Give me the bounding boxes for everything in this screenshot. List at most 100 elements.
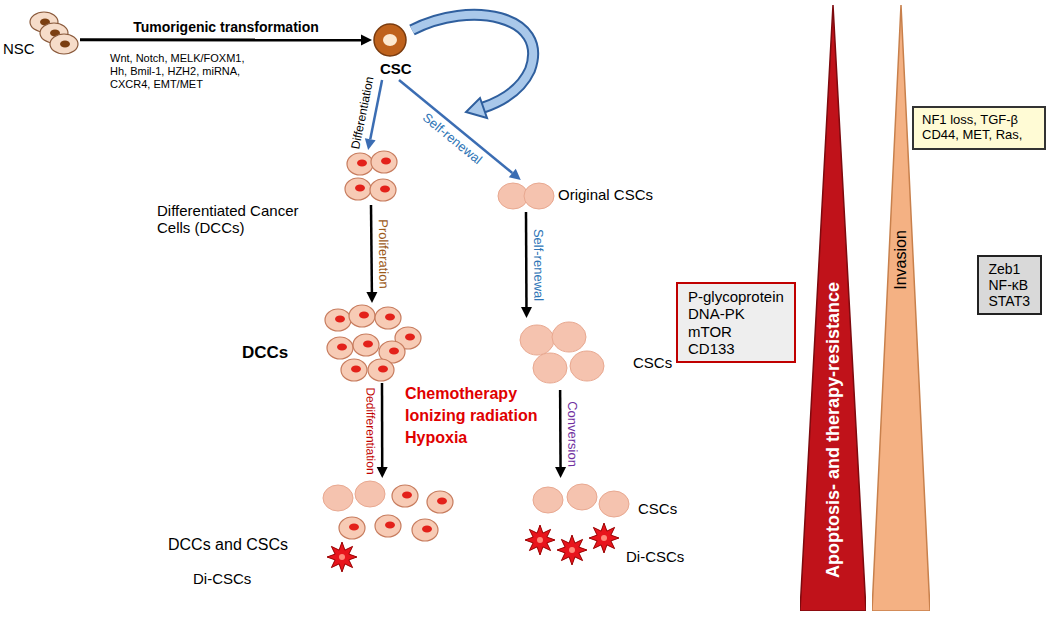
differentiated-cell	[392, 485, 418, 507]
cancer-stem-cell	[570, 351, 604, 381]
node-label: CSCs	[633, 354, 672, 371]
gradient-triangle: Apoptosis- and therapy-resistance	[800, 5, 866, 611]
annotation: Hypoxia	[405, 428, 467, 447]
node-label: DNA-PK	[688, 305, 784, 322]
node-label: CSCs	[638, 500, 677, 517]
node-label: Apoptosis- and therapy-resistance	[823, 282, 844, 578]
nucleus	[363, 341, 373, 348]
cancer-stem-cell	[533, 487, 563, 513]
star-core	[537, 537, 543, 543]
arrow	[80, 34, 372, 45]
annotation: Chemotherapy	[405, 384, 517, 403]
factor-box: NF1 loss, TGF-β CD44, MET, Ras,	[912, 106, 1046, 150]
node-label: CSC	[380, 60, 412, 77]
edge-label: Conversion	[565, 401, 580, 467]
nucleus	[355, 185, 365, 192]
nucleus	[385, 522, 395, 529]
nucleus	[385, 314, 395, 321]
edge-label: Differentiation	[350, 75, 377, 150]
feedback-arrow-outline	[412, 15, 533, 108]
di-csc-star	[589, 523, 619, 553]
arrowhead	[366, 292, 377, 303]
nucleus	[381, 158, 391, 165]
differentiated-cell	[375, 307, 401, 329]
cancer-stem-cell	[567, 484, 597, 510]
stem-cell	[50, 34, 78, 54]
node-label: Differentiated Cancer Cells (DCCs)	[157, 202, 307, 237]
node-label: Di-CSCs	[626, 548, 684, 565]
node-label: NF-κB	[989, 277, 1031, 293]
nucleus	[359, 312, 369, 319]
node-label: Invasion	[892, 230, 910, 290]
di-csc-star	[557, 535, 587, 565]
star-core	[601, 535, 607, 541]
nucleus	[337, 344, 347, 351]
stem-cell: CSC	[372, 22, 408, 58]
differentiated-cell	[427, 491, 453, 513]
nucleus	[437, 498, 447, 505]
cancer-stem-cell	[355, 481, 385, 507]
arrow-line	[559, 390, 562, 467]
differentiated-cell	[349, 305, 375, 327]
nucleus	[380, 186, 390, 193]
differentiated-cell	[375, 515, 401, 537]
triangle-fill	[872, 5, 930, 611]
arrow-line	[399, 80, 512, 173]
marker-box: P-glycoproteinDNA-PKmTORCD133	[676, 282, 796, 363]
gradient-triangle: Invasion	[872, 5, 930, 611]
cell-group: NSC	[28, 10, 80, 58]
arrowhead	[555, 467, 566, 478]
annotation: Ionizing radiation	[405, 406, 537, 425]
arrow	[521, 212, 532, 318]
cancer-stem-cell	[552, 322, 586, 352]
nucleus	[405, 334, 415, 341]
arrow-line	[381, 383, 384, 467]
factor-box: Zeb1NF-κBSTAT3	[977, 255, 1043, 315]
cancer-stem-cell	[323, 485, 353, 511]
triangle-fill	[800, 5, 866, 611]
cancer-stem-cell	[520, 325, 554, 355]
arrow	[399, 80, 521, 180]
nucleus	[351, 366, 361, 373]
cell-group: Differentiated Cancer Cells (DCCs)	[342, 150, 400, 205]
star-core	[339, 554, 345, 560]
differentiated-cell	[353, 334, 379, 356]
node-label: STAT3	[989, 293, 1031, 309]
node-label: Zeb1	[989, 261, 1031, 277]
node-label: CD133	[688, 340, 784, 357]
arrow	[366, 205, 377, 303]
node-label: NSC	[3, 40, 35, 57]
differentiated-cell	[347, 153, 373, 175]
node-label: P-glycoprotein	[688, 288, 784, 305]
annotation: Wnt, Notch, MELK/FOXM1, Hh, Bmil-1, HZH2…	[110, 52, 260, 92]
differentiated-cell	[325, 309, 351, 331]
cancer-stem-cell	[533, 353, 567, 383]
node-label: NF1 loss, TGF-β CD44, MET, Ras,	[922, 113, 1036, 143]
nucleus	[357, 160, 367, 167]
differentiated-cell	[341, 359, 367, 381]
arrow-line	[370, 205, 373, 292]
node-label: Di-CSCs	[193, 570, 251, 587]
triangle-shape	[872, 5, 930, 611]
cell-group: DCCs	[322, 303, 422, 383]
cell-group: CSCsDi-CSCs	[520, 478, 636, 564]
arrow-line	[80, 38, 361, 41]
differentiated-cell	[371, 151, 397, 173]
cell-group: DCCs and CSCsDi-CSCs	[318, 478, 464, 574]
arrow	[555, 390, 566, 478]
nucleus	[378, 366, 388, 373]
arrow	[377, 383, 388, 478]
node-label: DCCs	[242, 343, 288, 363]
cell-core	[383, 34, 397, 46]
edge-label: Proliferation	[376, 219, 391, 289]
feedback-arrow	[412, 15, 533, 108]
arrowhead	[361, 34, 372, 45]
differentiated-cell	[327, 337, 353, 359]
edge-label: Dedifferentiation	[363, 387, 376, 474]
cancer-stem-cell	[374, 24, 406, 56]
node-label: mTOR	[688, 323, 784, 340]
nucleus	[389, 348, 399, 355]
cell-group: Original CSCs	[500, 180, 552, 212]
differentiated-cell	[339, 517, 365, 539]
edge-label: Self-renewal	[420, 111, 485, 168]
